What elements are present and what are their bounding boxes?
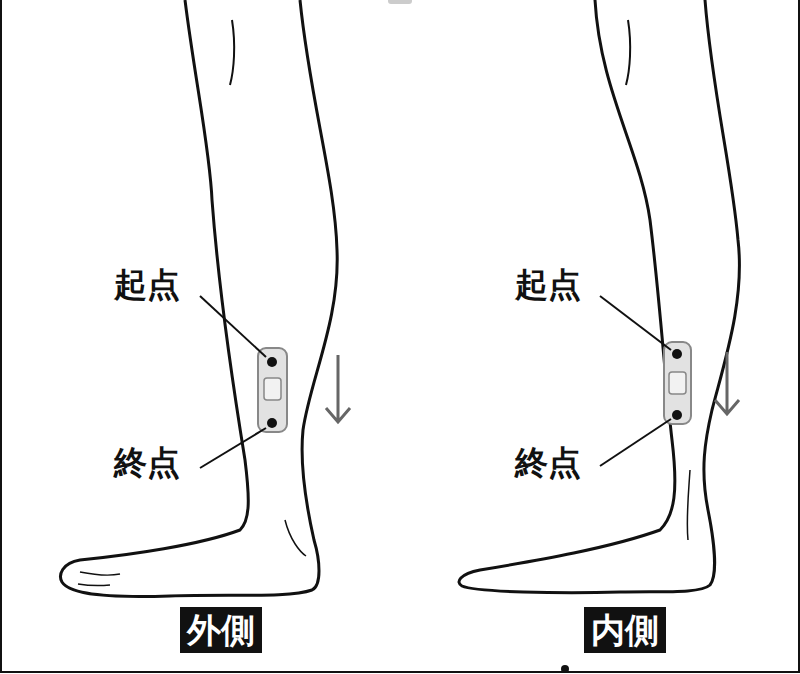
side-label-box: 内側 [584, 607, 666, 653]
end-dot [672, 410, 682, 420]
point-label: 起点 [513, 268, 583, 303]
tape [664, 342, 691, 424]
side-label: 内側 [591, 613, 659, 647]
direction-arrow [715, 352, 739, 414]
leader-line [600, 419, 671, 466]
toe-lines [78, 572, 120, 586]
frame-tab [388, 0, 412, 4]
tape-pad [264, 378, 281, 400]
end-dot [267, 418, 277, 428]
point-label: 起点 [112, 268, 182, 303]
tape-pad [669, 372, 686, 394]
side-label: 外側 [187, 613, 255, 647]
outer-leg [61, 0, 338, 597]
inner-leg [459, 0, 739, 593]
frame-dot [561, 665, 569, 673]
tape [258, 348, 287, 432]
ankle-line [687, 470, 690, 540]
ankle-line [285, 520, 306, 556]
leader-line [200, 428, 266, 468]
leader-line [200, 296, 266, 357]
direction-arrow [326, 355, 350, 422]
leader-line [600, 296, 671, 350]
point-label: 終点 [112, 446, 182, 481]
point-label: 終点 [513, 446, 583, 481]
knee-line [626, 20, 630, 85]
knee-line [230, 20, 234, 85]
start-dot [267, 357, 277, 367]
side-label-box: 外側 [180, 607, 262, 653]
start-dot [672, 349, 682, 359]
